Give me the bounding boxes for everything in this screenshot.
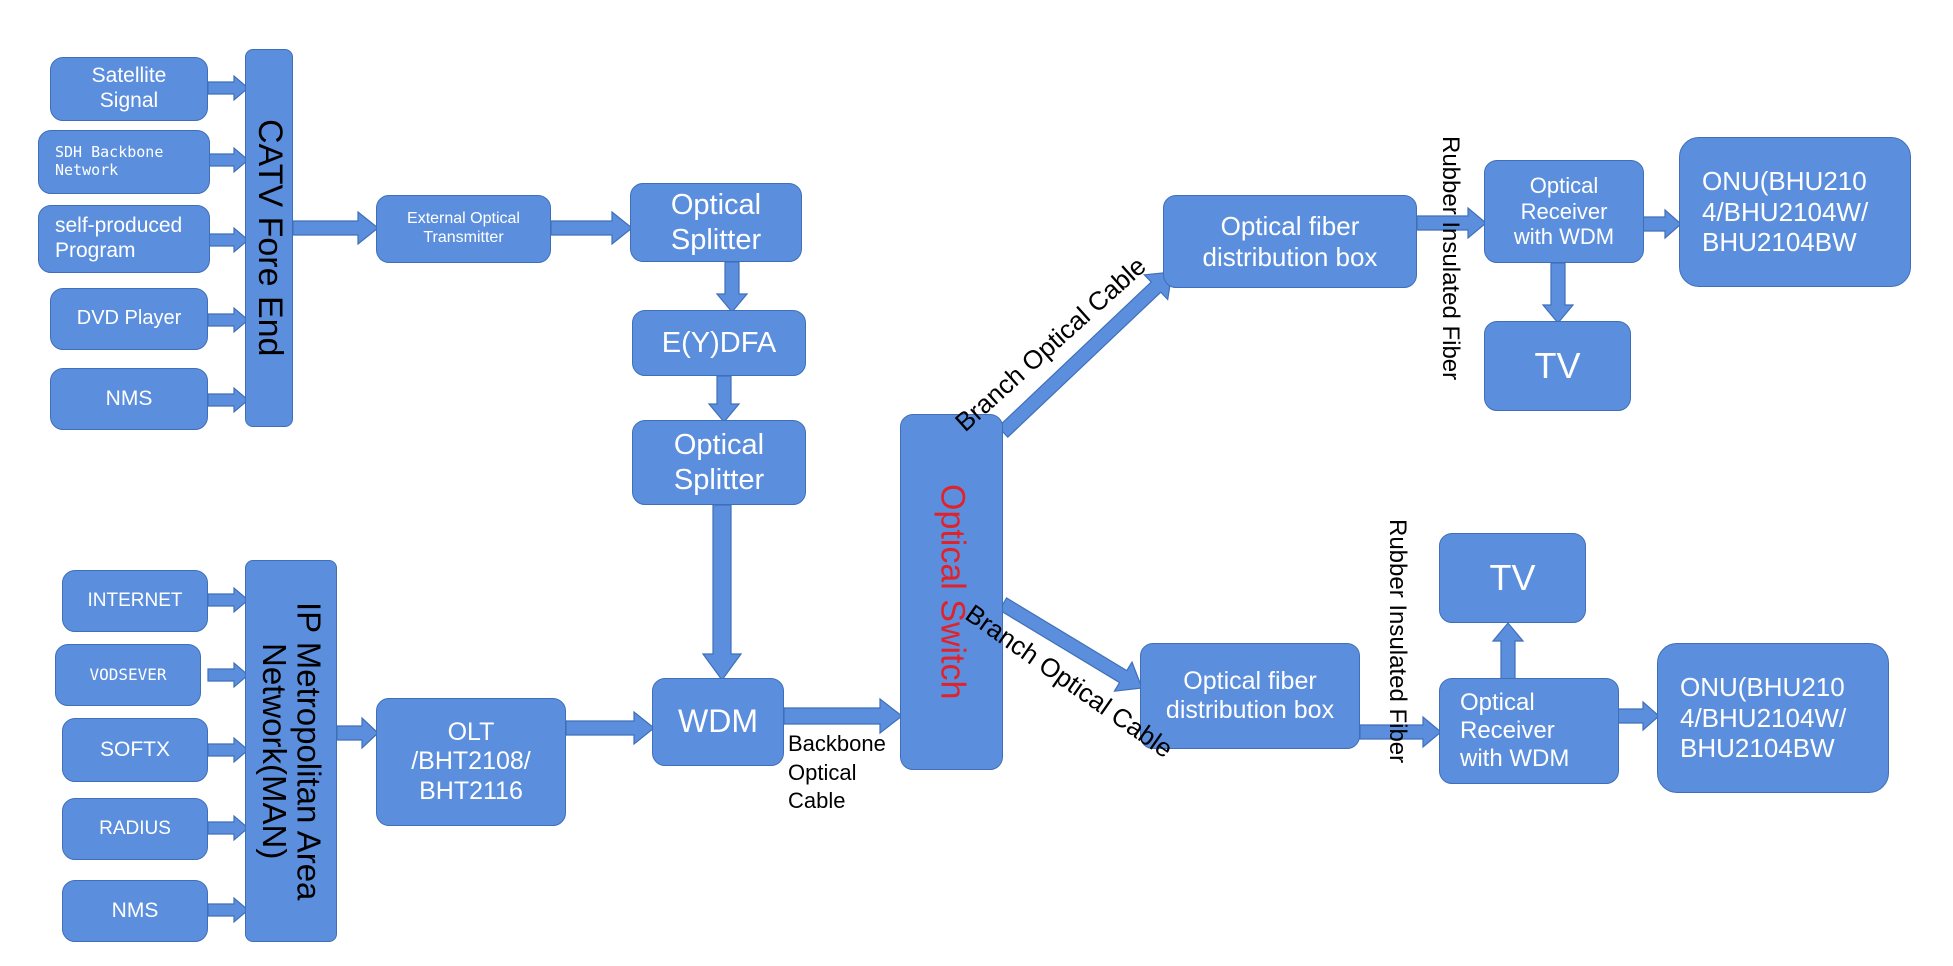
ip-man-node[interactable]: IP Metropolitan Area Network(MAN) <box>245 560 337 942</box>
catv-input-arrow-1 <box>207 146 249 174</box>
ip-input-arrow-4 <box>207 896 249 924</box>
ip-input-arrow-0 <box>207 586 249 614</box>
bottom-box-to-receiver-arrow <box>1359 715 1442 749</box>
tv-bottom-label: TV <box>1489 556 1536 598</box>
optical-splitter-1-label: Optical Splitter <box>670 189 762 256</box>
internet-label: INTERNET <box>87 589 183 611</box>
dvd-player-label: DVD Player <box>76 307 182 330</box>
wdm-label: WDM <box>678 703 758 740</box>
dvd-player-node[interactable]: DVD Player <box>50 288 208 350</box>
tv-top-label: TV <box>1534 344 1581 386</box>
ip-nms-node[interactable]: NMS <box>62 880 208 942</box>
optical-fiber-box-top-node[interactable]: Optical fiber distribution box <box>1163 195 1417 288</box>
rubber-insulated-fiber-bottom-label: Rubber Insulated Fiber <box>1384 519 1411 764</box>
onu-top-label: ONU(BHU210 4/BHU2104W/ BHU2104BW <box>1702 165 1869 258</box>
radius-node[interactable]: RADIUS <box>62 798 208 860</box>
ip-input-arrow-3 <box>207 814 249 842</box>
backbone-optical-cable-label: Backbone Optical Cable <box>788 731 886 814</box>
optical-receiver-top-node[interactable]: Optical Receiver with WDM <box>1484 160 1644 263</box>
internet-node[interactable]: INTERNET <box>62 570 208 632</box>
optical-fiber-box-bottom-node[interactable]: Optical fiber distribution box <box>1140 643 1360 749</box>
sdh-backbone-label: SDH Backbone Network <box>55 143 164 179</box>
optical-receiver-top-label: Optical Receiver with WDM <box>1513 172 1615 250</box>
eydfa-to-splitter-arrow <box>707 375 741 423</box>
tv-top-node[interactable]: TV <box>1484 321 1631 411</box>
catv-fore-end-label: CATV Fore End <box>250 119 289 357</box>
rubber-insulated-fiber-top-label: Rubber Insulated Fiber <box>1437 136 1464 381</box>
catv-input-arrow-0 <box>207 74 249 102</box>
wdm-node[interactable]: WDM <box>652 678 784 766</box>
eydfa-node[interactable]: E(Y)DFA <box>632 310 806 376</box>
radius-label: RADIUS <box>99 817 171 839</box>
catv-to-transmitter-arrow <box>292 210 379 246</box>
eydfa-label: E(Y)DFA <box>661 326 777 359</box>
switch-to-top-box-arrow <box>997 271 1173 438</box>
satellite-signal-label: Satellite Signal <box>91 64 167 112</box>
catv-fore-end-node[interactable]: CATV Fore End <box>245 49 293 427</box>
self-produced-program-node[interactable]: self-produced Program <box>38 205 210 273</box>
vodsever-node[interactable]: VODSEVER <box>55 644 201 706</box>
tv-bottom-node[interactable]: TV <box>1439 533 1586 623</box>
optical-switch-label: Optical Switch <box>933 484 972 700</box>
splitter-to-eydfa-arrow <box>715 261 749 313</box>
olt-to-wdm-arrow <box>565 710 655 746</box>
olt-label: OLT /BHT2108/ BHT2116 <box>411 717 531 805</box>
self-produced-program-label: self-produced Program <box>55 214 183 262</box>
onu-top-node[interactable]: ONU(BHU210 4/BHU2104W/ BHU2104BW <box>1679 137 1911 287</box>
external-optical-transmitter-label: External Optical Transmitter <box>407 210 520 246</box>
vodsever-label: VODSEVER <box>89 664 167 684</box>
ip-nms-label: NMS <box>111 898 159 922</box>
ip-man-label: IP Metropolitan Area Network(MAN) <box>256 601 328 901</box>
ip-input-arrow-2 <box>207 736 249 764</box>
switch-to-bottom-box-arrow <box>998 597 1143 692</box>
optical-splitter-1-node[interactable]: Optical Splitter <box>630 183 802 262</box>
catv-nms-node[interactable]: NMS <box>50 368 208 430</box>
optical-fiber-box-bottom-label: Optical fiber distribution box <box>1165 666 1335 725</box>
ip-to-olt-arrow <box>336 716 379 750</box>
satellite-signal-node[interactable]: Satellite Signal <box>50 57 208 121</box>
optical-receiver-bottom-label: Optical Receiver with WDM <box>1460 688 1570 773</box>
catv-input-arrow-3 <box>207 306 249 334</box>
onu-bottom-node[interactable]: ONU(BHU210 4/BHU2104W/ BHU2104BW <box>1657 643 1889 793</box>
softx-label: SOFTX <box>99 737 170 761</box>
ip-input-arrow-1 <box>207 661 249 689</box>
optical-receiver-bottom-node[interactable]: Optical Receiver with WDM <box>1439 678 1619 784</box>
sdh-backbone-node[interactable]: SDH Backbone Network <box>38 130 210 194</box>
wdm-to-switch-arrow <box>783 697 903 735</box>
catv-input-arrow-4 <box>207 386 249 414</box>
optical-splitter-2-label: Optical Splitter <box>673 429 765 496</box>
onu-bottom-label: ONU(BHU210 4/BHU2104W/ BHU2104BW <box>1680 671 1847 764</box>
optical-splitter-2-node[interactable]: Optical Splitter <box>632 420 806 505</box>
softx-node[interactable]: SOFTX <box>62 718 208 782</box>
olt-node[interactable]: OLT /BHT2108/ BHT2116 <box>376 698 566 826</box>
bottom-receiver-to-tv-arrow <box>1491 622 1525 681</box>
optical-switch-node[interactable]: Optical Switch <box>900 414 1003 770</box>
catv-input-arrow-2 <box>207 226 249 254</box>
external-optical-transmitter-node[interactable]: External Optical Transmitter <box>376 195 551 263</box>
top-box-to-receiver-arrow <box>1416 206 1487 240</box>
bottom-receiver-to-onu-arrow <box>1611 700 1660 732</box>
splitter-to-wdm-arrow <box>701 504 743 682</box>
top-receiver-to-tv-arrow <box>1541 262 1575 324</box>
catv-nms-label: NMS <box>105 386 153 410</box>
transmitter-to-splitter-arrow <box>550 210 633 246</box>
optical-fiber-box-top-label: Optical fiber distribution box <box>1202 210 1378 272</box>
